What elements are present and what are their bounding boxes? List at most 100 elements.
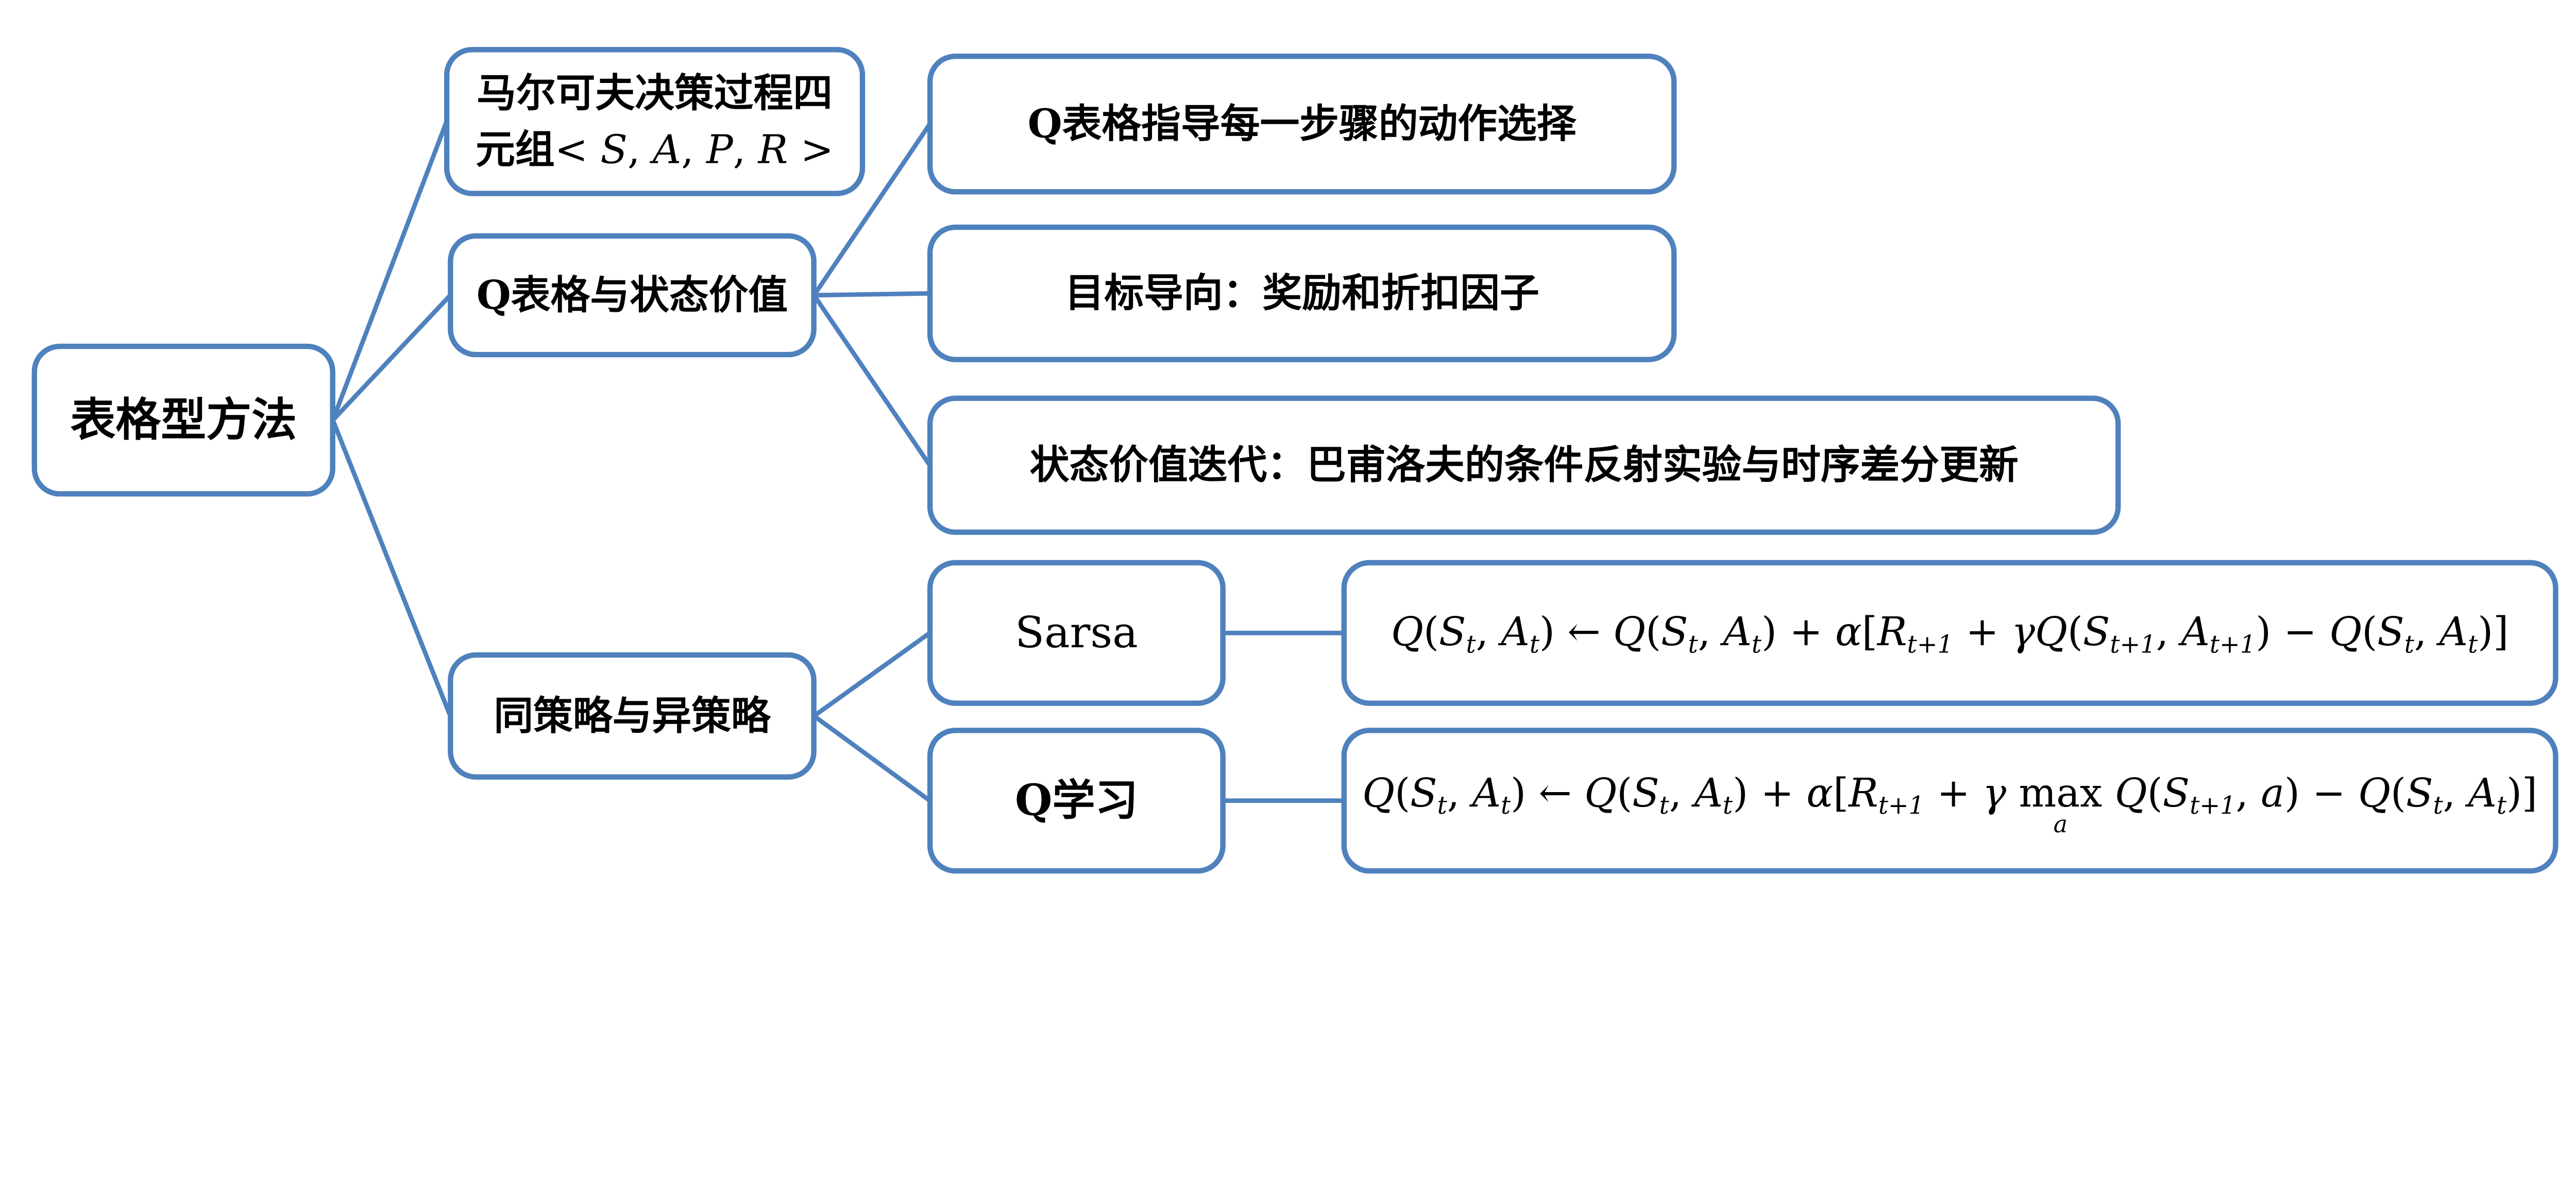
text-segment: [: [1833, 769, 1849, 816]
node-label: 同策略与异策略: [494, 687, 770, 744]
text-segment: 表格型方法: [70, 393, 297, 446]
text-segment: γQ: [2011, 608, 2067, 655]
text-segment: S: [2082, 608, 2110, 655]
text-segment: Q: [1362, 769, 1395, 816]
text-segment: A: [2468, 769, 2497, 816]
text-segment: (: [1395, 769, 1411, 816]
text-segment: t: [1751, 630, 1762, 659]
text-segment: S: [2377, 608, 2404, 655]
text-segment: ,: [1476, 608, 1501, 655]
label-line: 状态价值迭代：巴甫洛夫的条件反射实验与时序差分更新: [1030, 437, 2019, 494]
text-segment: )]: [2506, 769, 2537, 816]
text-segment: +: [1953, 608, 2012, 655]
text-segment: ,: [1447, 769, 1472, 816]
text-segment: R: [1849, 769, 1878, 816]
text-segment: (: [2067, 608, 2083, 655]
text-segment: (: [1423, 608, 1439, 655]
text-segment: t: [1688, 630, 1698, 659]
node-label: 表格型方法: [70, 388, 297, 452]
text-segment: P: [706, 126, 733, 173]
text-segment: (: [1617, 769, 1633, 816]
text-segment: ) ←: [1511, 769, 1585, 816]
node-label: 马尔可夫决策过程四元组< S, A, P, R >: [476, 65, 834, 178]
text-segment: S: [2406, 769, 2433, 816]
label-line: Q(St, At) ← Q(St, At) + α[Rt+1 + γQ(St+1…: [1391, 603, 2509, 662]
text-segment: (: [2391, 769, 2406, 816]
text-segment: +: [1924, 769, 1983, 816]
text-segment: ,: [2443, 769, 2468, 816]
text-segment: a: [2261, 769, 2285, 816]
node-label: Q学习: [1015, 770, 1138, 832]
text-segment: α: [1835, 608, 1862, 655]
text-segment: R: [758, 126, 788, 173]
text-segment: A: [2439, 608, 2468, 655]
text-segment: 表格指导每一步骤的动作选择: [1062, 100, 1577, 147]
edge-root-mdp: [330, 119, 449, 423]
text-segment: 元组: [476, 126, 555, 173]
text-segment: t: [2433, 792, 2443, 820]
text-segment: t: [1501, 792, 1511, 820]
text-segment: ) ←: [1539, 608, 1614, 655]
text-segment: <: [554, 126, 601, 173]
text-segment: ) +: [1761, 608, 1836, 655]
node-sarsaF: Q(St, At) ← Q(St, At) + α[Rt+1 + γQ(St+1…: [1341, 560, 2558, 706]
edge-root-qtable: [330, 293, 453, 423]
text-segment: ,: [628, 126, 653, 173]
text-segment: Q: [1015, 775, 1053, 826]
text-segment: A: [1694, 769, 1723, 816]
node-label: 目标导向：奖励和折扣因子: [1065, 265, 1539, 322]
node-mdp: 马尔可夫决策过程四元组< S, A, P, R >: [444, 47, 866, 196]
text-segment: A: [652, 126, 682, 173]
node-qlearn: Q学习: [927, 728, 1226, 874]
text-segment: ,: [2414, 608, 2439, 655]
text-segment: A: [1723, 608, 1752, 655]
label-line: 元组< S, A, P, R >: [476, 122, 834, 178]
text-segment: 表格与状态价值: [511, 271, 788, 318]
text-segment: ,: [2235, 769, 2261, 816]
edge-qtable-valueiter: [811, 293, 933, 468]
edge-root-policy: [330, 417, 453, 718]
node-policy: 同策略与异策略: [448, 652, 817, 780]
node-label: 状态价值迭代：巴甫洛夫的条件反射实验与时序差分更新: [1030, 437, 2019, 494]
node-valueiter: 状态价值迭代：巴甫洛夫的条件反射实验与时序差分更新: [927, 395, 2121, 535]
text-segment: A: [1472, 769, 1501, 816]
text-segment: 学习: [1052, 775, 1138, 826]
text-segment: t: [2404, 630, 2414, 659]
node-root: 表格型方法: [31, 343, 335, 497]
text-segment: 马尔可夫决策过程四: [477, 69, 833, 116]
text-segment: [2006, 770, 2019, 816]
label-line: Q表格与状态价值: [477, 267, 788, 324]
text-segment: S: [1410, 769, 1437, 816]
node-sarsa: Sarsa: [927, 560, 1226, 706]
text-segment: Q: [1613, 608, 1646, 655]
node-label: Sarsa: [1015, 602, 1138, 664]
text-segment: Q: [2114, 769, 2147, 816]
text-segment: (: [2147, 769, 2163, 816]
node-qtable: Q表格与状态价值: [448, 233, 817, 358]
text-segment: t+1: [2110, 630, 2156, 659]
text-segment: t: [1466, 630, 1476, 659]
text-segment: t: [1659, 792, 1669, 820]
text-segment: t: [1723, 792, 1733, 820]
text-segment: Q: [476, 271, 511, 318]
node-qguide: Q表格指导每一步骤的动作选择: [927, 53, 1677, 195]
text-segment: ) −: [2284, 769, 2359, 816]
edge-qtable-goal: [811, 291, 933, 298]
text-segment: 状态价值迭代：巴甫洛夫的条件反射实验与时序差分更新: [1029, 441, 2019, 489]
node-label: Q表格与状态价值: [477, 267, 788, 324]
text-segment: t+1: [1878, 792, 1925, 820]
text-segment: t: [2496, 792, 2507, 820]
text-segment: Q: [1027, 100, 1062, 147]
text-segment: Q: [2329, 608, 2362, 655]
label-line: 同策略与异策略: [494, 687, 770, 744]
text-segment: ) −: [2256, 608, 2330, 655]
edge-qtable-qguide: [811, 122, 933, 298]
text-segment: (: [2362, 608, 2378, 655]
text-segment: R: [1877, 608, 1907, 655]
node-label: Q表格指导每一步骤的动作选择: [1028, 96, 1577, 153]
connector-svg: [330, 119, 1346, 803]
